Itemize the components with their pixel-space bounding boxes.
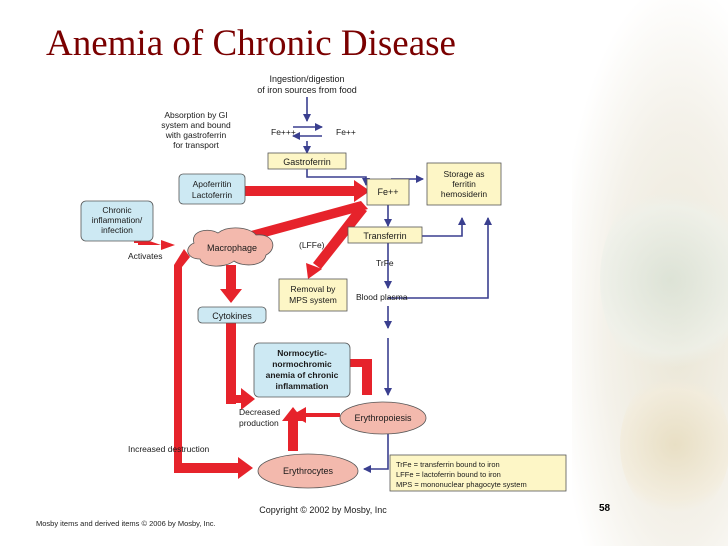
erythrocytes-label: Erythrocytes xyxy=(283,466,334,476)
transferrin-box xyxy=(347,226,423,244)
ingestion-label-line2: of iron sources from food xyxy=(257,85,357,95)
ingestion-label-line1: Ingestion/digestion xyxy=(269,74,344,84)
absorption-label-line2: system and bound xyxy=(161,120,231,130)
absorption-label-line3: with gastroferrin xyxy=(165,130,227,140)
iron-metabolism-diagram: Ingestion/digestion of iron sources from… xyxy=(78,73,572,519)
erythropoiesis-shape xyxy=(339,401,427,435)
anemia-label-line4: inflammation xyxy=(276,381,329,391)
storage-label-line2: ferritin xyxy=(452,179,476,189)
storage-box xyxy=(426,162,502,206)
chronic-label-line2: inflammation/ xyxy=(92,215,143,225)
background-cell-blob xyxy=(600,180,728,380)
macrophage-shape xyxy=(187,227,274,267)
absorption-label-line4: for transport xyxy=(173,140,219,150)
legend-trfe: TrFe = transferrin bound to iron xyxy=(396,460,500,469)
blood-plasma-label: Blood plasma xyxy=(356,292,408,302)
transferrin-label: Transferrin xyxy=(363,231,406,241)
legend-mps: MPS = mononuclear phagocyte system xyxy=(396,480,527,489)
decreased-label-line1: Decreased xyxy=(239,407,280,417)
macrophage-label: Macrophage xyxy=(207,243,257,253)
removal-label-line1: Removal by xyxy=(291,284,337,294)
copyright-label: Copyright © 2002 by Mosby, Inc xyxy=(259,505,387,515)
trfe-label: TrFe xyxy=(376,258,394,268)
slide-number: 58 xyxy=(599,503,611,514)
fe2-label: Fe++ xyxy=(336,127,356,137)
background-cell-blob xyxy=(620,370,728,520)
iron-center-label: Fe++ xyxy=(377,187,398,197)
slide-title: Anemia of Chronic Disease xyxy=(46,23,456,64)
removal-box xyxy=(278,278,348,312)
apoferritin-box xyxy=(178,173,246,205)
erythropoiesis-label: Erythropoiesis xyxy=(354,413,412,423)
gastroferrin-label: Gastroferrin xyxy=(283,157,331,167)
anemia-label-line1: Normocytic- xyxy=(277,348,327,358)
activates-label: Activates xyxy=(128,251,163,261)
decreased-label-line2: production xyxy=(239,418,279,428)
chronic-inflammation-box xyxy=(80,200,154,242)
absorption-label-line1: Absorption by GI xyxy=(164,110,227,120)
removal-label-line2: MPS system xyxy=(289,295,337,305)
increased-destruction-label: Increased destruction xyxy=(128,444,210,454)
anemia-box xyxy=(253,342,351,398)
apoferritin-label: Apoferritin xyxy=(193,179,232,189)
fe3-label: Fe+++ xyxy=(271,127,296,137)
anemia-label-line3: anemia of chronic xyxy=(266,370,339,380)
storage-label-line3: hemosiderin xyxy=(441,189,488,199)
abbreviation-legend-box xyxy=(389,454,567,492)
cytokines-label: Cytokines xyxy=(212,311,252,321)
footer-copyright: Mosby items and derived items © 2006 by … xyxy=(36,519,216,528)
lffe-label: (LFFe) xyxy=(299,240,325,250)
cytokines-box xyxy=(197,306,267,324)
iron-center-box xyxy=(366,178,410,206)
gastroferrin-box xyxy=(267,152,347,170)
legend-lffe: LFFe = lactoferrin bound to iron xyxy=(396,470,501,479)
anemia-label-line2: normochromic xyxy=(272,359,332,369)
chronic-label-line3: infection xyxy=(101,225,133,235)
lactoferrin-label: Lactoferrin xyxy=(192,190,232,200)
storage-label-line1: Storage as xyxy=(443,169,484,179)
erythrocytes-shape xyxy=(257,453,359,489)
chronic-label-line1: Chronic xyxy=(102,205,132,215)
blue-flow-arrows xyxy=(292,97,492,473)
